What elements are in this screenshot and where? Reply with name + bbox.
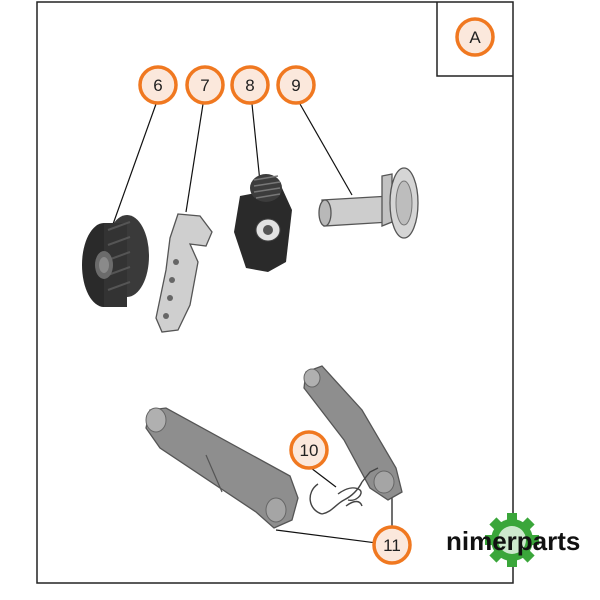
callout-11-label: 11: [383, 536, 401, 555]
callout-6-label: 6: [153, 76, 162, 95]
callout-9-label: 9: [291, 76, 300, 95]
gear-wheel-part: [82, 215, 149, 307]
spring-part: [309, 467, 379, 515]
lever-arm-left: [145, 407, 299, 529]
callout-8: 8: [230, 65, 270, 105]
callout-6: 6: [138, 65, 178, 105]
linkage-plate-part: [155, 213, 213, 333]
diagram-frame: [36, 1, 514, 584]
callout-7-label: 7: [200, 76, 209, 95]
callout-10-label: 10: [300, 441, 319, 460]
callout-7: 7: [185, 65, 225, 105]
leader-lines: [111, 103, 393, 546]
panel-label: A: [469, 28, 481, 47]
callout-9: 9: [276, 65, 316, 105]
panel-label-box: A: [436, 2, 513, 77]
logo-text: nimerparts: [446, 526, 580, 556]
callout-8-label: 8: [245, 76, 254, 95]
callout-10: 10: [289, 430, 329, 470]
worm-screw-part: [234, 174, 292, 272]
nimerparts-logo: nimerparts: [446, 513, 580, 567]
callout-11: 11: [372, 525, 412, 565]
shaft-pin-part: [318, 167, 419, 239]
lever-arm-right: [303, 365, 403, 501]
